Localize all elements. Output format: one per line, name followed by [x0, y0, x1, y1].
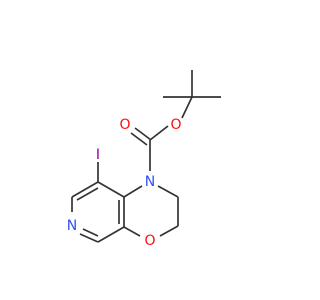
bond-n-ch2	[157, 185, 179, 198]
bond-o-carbonyl	[149, 125, 169, 141]
bond-n6-c5-inner	[82, 228, 99, 237]
structure-svg: I N N O O O	[67, 70, 221, 249]
molecule-diagram: I N N O O O	[67, 70, 221, 249]
atom-iodine: I	[96, 147, 100, 163]
atom-ring-nitrogen: N	[145, 174, 155, 190]
bond-ch2-o	[159, 225, 179, 237]
bond-c5-c4a	[97, 226, 125, 243]
bond-c8-c7	[71, 181, 99, 198]
bond-c8a-c8	[97, 181, 125, 198]
atom-pyridine-nitrogen: N	[67, 218, 77, 234]
bond-c8-c7-inner	[76, 187, 99, 201]
bond-n-c8a	[123, 185, 143, 198]
atom-ring-oxygen: O	[144, 233, 155, 249]
bond-o-c4a	[123, 226, 141, 237]
atom-ester-oxygen: O	[170, 117, 181, 133]
atom-carbonyl-oxygen: O	[119, 117, 130, 133]
bond-carbonyl-double-b	[130, 132, 148, 146]
bond-carbonyl-double-a	[134, 127, 152, 141]
bond-n6-c5	[79, 233, 99, 243]
bond-tbu-o	[181, 96, 193, 119]
